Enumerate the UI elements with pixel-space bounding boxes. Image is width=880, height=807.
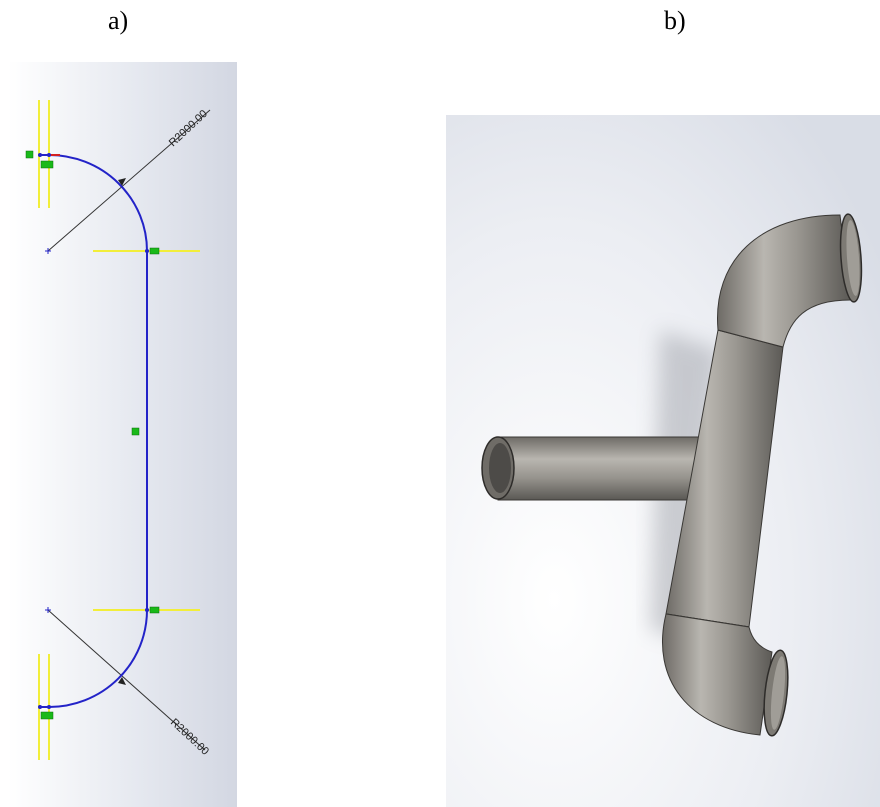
upper-elbow <box>717 213 863 348</box>
lower-elbow <box>662 613 789 737</box>
side-branch <box>481 436 711 501</box>
sketch-panel: R2000.00 R2000.00 <box>8 62 237 807</box>
dimension-arrow-top <box>118 178 126 186</box>
caption-b: b) <box>664 6 686 35</box>
sketch-points <box>38 153 149 709</box>
dimension-leaders <box>47 109 211 751</box>
caption-a: a) <box>108 6 129 35</box>
arc-centers <box>45 248 51 613</box>
sketch-background <box>8 62 237 807</box>
relation-markers <box>25 150 160 720</box>
dimension-arrow-bottom <box>118 677 126 685</box>
sketch-path <box>40 154 148 708</box>
model-panel <box>446 115 880 807</box>
